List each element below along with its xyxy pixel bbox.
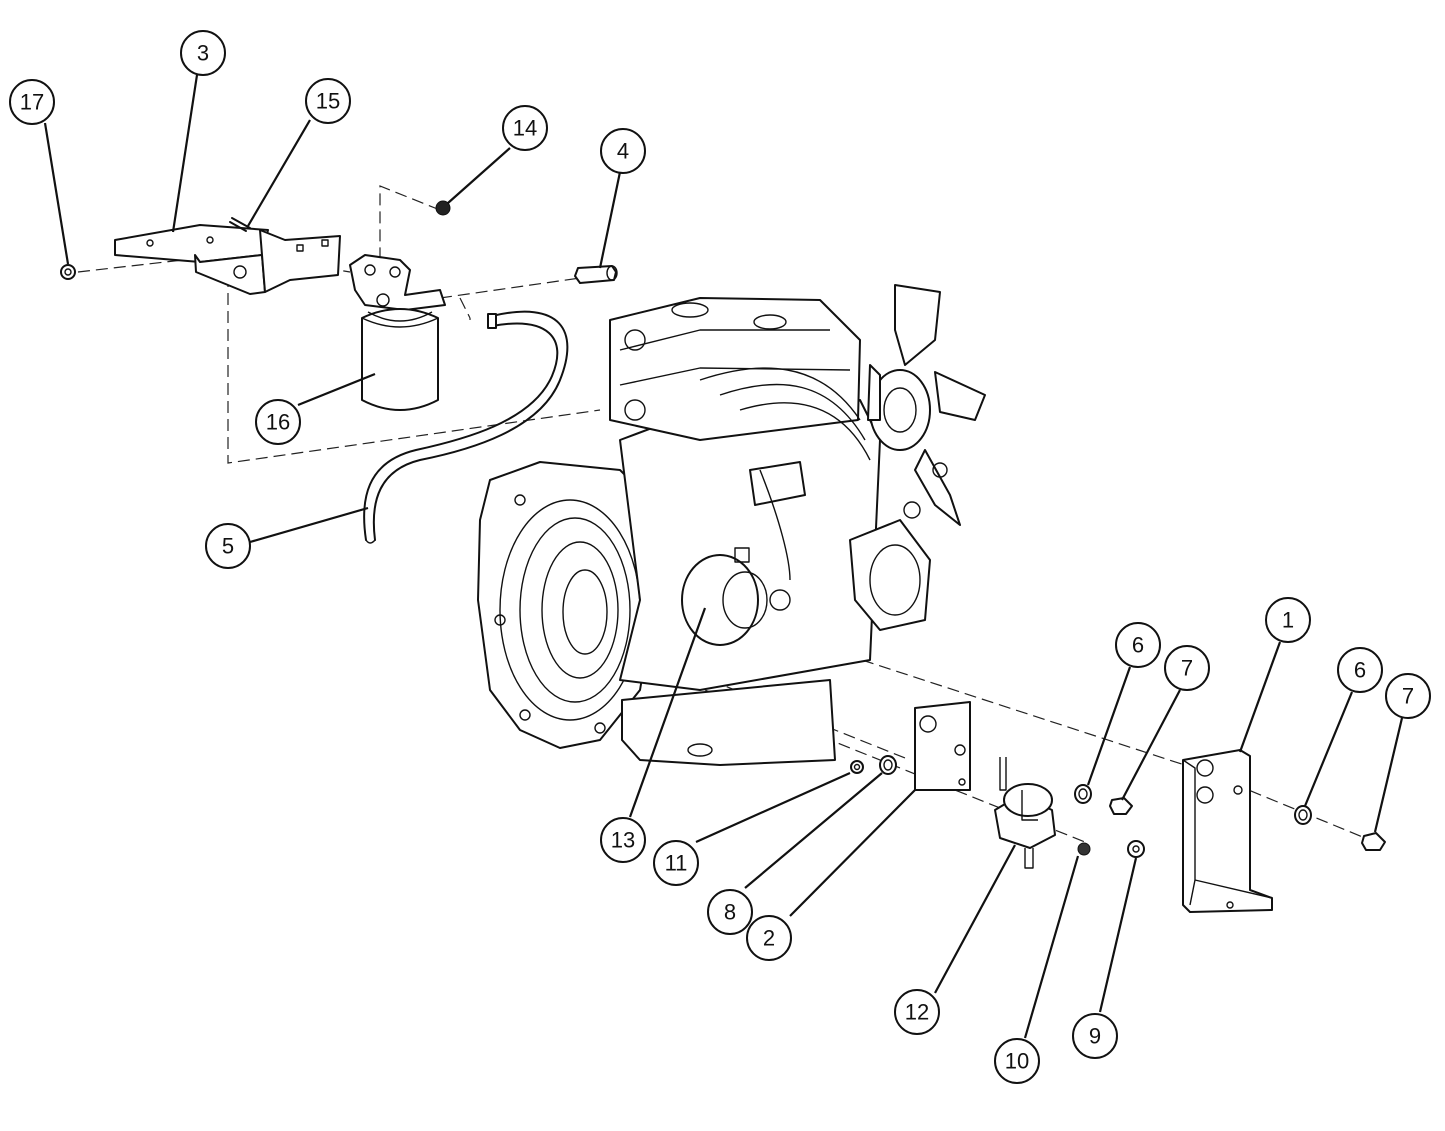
callout-label-14: 14 [513, 116, 537, 141]
callout-label-2: 2 [763, 926, 775, 951]
nut-10 [1077, 842, 1091, 856]
callout-label-6a: 6 [1132, 633, 1144, 658]
callout-label-4: 4 [617, 139, 629, 164]
callout-13: 13 [600, 817, 646, 863]
callout-label-6b: 6 [1354, 658, 1366, 683]
washer-8 [879, 755, 897, 775]
callout-label-15: 15 [316, 89, 340, 114]
washer-11 [850, 760, 864, 774]
nut-14 [435, 200, 451, 216]
callout-15: 15 [305, 78, 351, 124]
callout-7b: 7 [1385, 673, 1431, 719]
callout-16: 16 [255, 399, 301, 445]
callout-4: 4 [600, 128, 646, 174]
mounting-bracket [114, 217, 341, 295]
bolt-7a [1109, 797, 1133, 815]
callout-label-9: 9 [1089, 1024, 1101, 1049]
callout-10: 10 [994, 1038, 1040, 1084]
sender-12 [994, 757, 1056, 869]
callout-label-7a: 7 [1181, 656, 1193, 681]
callout-6b: 6 [1337, 647, 1383, 693]
callout-14: 14 [502, 105, 548, 151]
callout-2: 2 [746, 915, 792, 961]
callout-label-3: 3 [197, 41, 209, 66]
callout-label-5: 5 [222, 534, 234, 559]
callout-label-10: 10 [1005, 1049, 1029, 1074]
washer-6b [1294, 805, 1312, 825]
callout-label-1: 1 [1282, 608, 1294, 633]
engine [477, 284, 986, 766]
bolt-7b [1361, 832, 1386, 851]
leader-lines [43, 74, 1404, 1039]
callout-7a: 7 [1164, 645, 1210, 691]
callout-label-12: 12 [905, 1000, 929, 1025]
callout-3: 3 [180, 30, 226, 76]
callout-17: 17 [9, 79, 55, 125]
callout-6a: 6 [1115, 622, 1161, 668]
callout-11: 11 [653, 840, 699, 886]
bracket-1 [1182, 749, 1273, 913]
callout-1: 1 [1265, 597, 1311, 643]
callout-label-17: 17 [20, 90, 44, 115]
callout-label-16: 16 [266, 410, 290, 435]
bolt-9 [1127, 840, 1145, 858]
fitting-4 [574, 265, 618, 284]
callout-label-8: 8 [724, 900, 736, 925]
callout-label-7b: 7 [1402, 684, 1414, 709]
bolt-17 [60, 264, 76, 280]
callout-9: 9 [1072, 1013, 1118, 1059]
fuel-hose [363, 310, 569, 544]
fan [867, 284, 986, 526]
fuel-filter-assembly [349, 254, 446, 411]
mount-plate-2 [914, 701, 971, 791]
callout-12: 12 [894, 989, 940, 1035]
callout-label-11: 11 [665, 851, 688, 876]
callout-5: 5 [205, 523, 251, 569]
callout-8: 8 [707, 889, 753, 935]
callout-label-13: 13 [611, 828, 635, 853]
washer-6a [1074, 784, 1092, 804]
